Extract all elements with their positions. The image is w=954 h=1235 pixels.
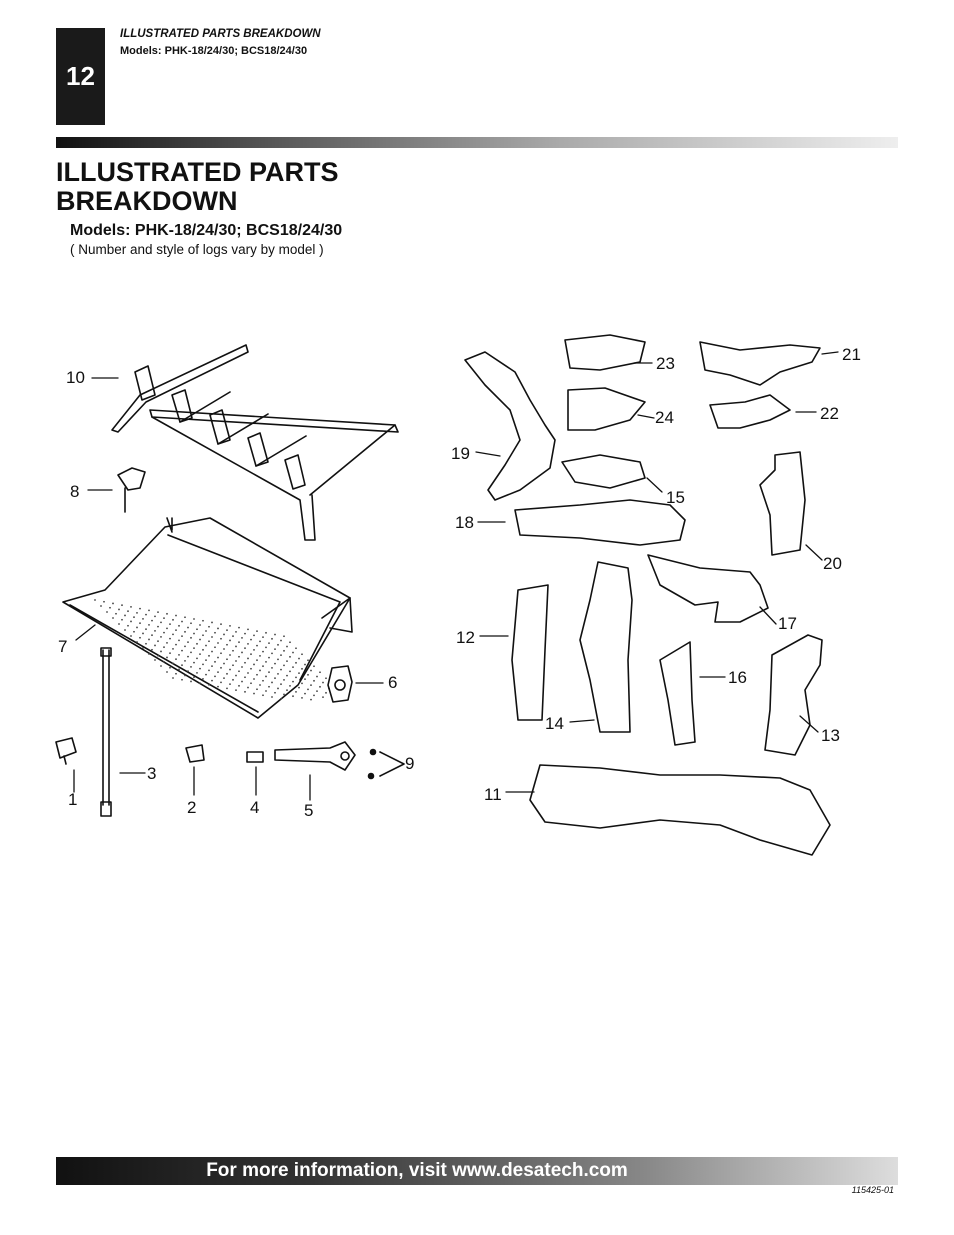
callout-2: 2	[187, 798, 196, 817]
callout-12: 12	[456, 628, 475, 647]
logs-note: ( Number and style of logs vary by model…	[70, 242, 324, 257]
models-heading: Models: PHK-18/24/30; BCS18/24/30	[70, 222, 343, 239]
callout-16: 16	[728, 668, 747, 687]
document-number: 115425-01	[851, 1185, 894, 1195]
callout-4: 4	[250, 798, 259, 817]
orifice-drawing	[185, 744, 205, 763]
page-number-tab: 12	[56, 28, 105, 125]
callout-17: 17	[778, 614, 797, 633]
footer-bar: For more information, visit www.desatech…	[56, 1157, 898, 1185]
callout-6: 6	[388, 673, 397, 692]
logs-drawing	[464, 334, 831, 856]
callout-1: 1	[68, 790, 77, 809]
callout-10: 10	[66, 368, 85, 387]
header-rule	[56, 137, 898, 148]
callout-15: 15	[666, 488, 685, 507]
callout-20: 20	[823, 554, 842, 573]
callout-18: 18	[455, 513, 474, 532]
leader-lines	[73, 351, 839, 801]
callout-3: 3	[147, 764, 156, 783]
callout-22: 22	[820, 404, 839, 423]
fitting-drawing	[55, 737, 77, 765]
footer-text: For more information, visit www.desatech…	[206, 1160, 628, 1181]
bracket-drawing	[117, 467, 146, 513]
grate-drawing	[111, 344, 399, 541]
venturi-drawing	[274, 741, 356, 771]
callout-14: 14	[545, 714, 564, 733]
tube-drawing	[102, 649, 110, 806]
callout-13: 13	[821, 726, 840, 745]
callout-7: 7	[58, 637, 67, 656]
callout-21: 21	[842, 345, 861, 364]
callout-19: 19	[451, 444, 470, 463]
callout-8: 8	[70, 482, 79, 501]
callouts: 10 8 7 6 1 3 2 4 5 9 23 21 24 22 19 15 1…	[58, 345, 861, 820]
callout-24: 24	[655, 408, 674, 427]
gasket-drawing	[327, 665, 353, 703]
callout-23: 23	[656, 354, 675, 373]
callout-11: 11	[484, 785, 502, 804]
tray-perforations	[94, 599, 330, 701]
header-section-title: ILLUSTRATED PARTS BREAKDOWN	[120, 28, 321, 40]
nipple-drawing	[246, 751, 264, 763]
parts-diagram: 10 8 7 6 1 3 2 4 5 9 23 21 24 22 19 15 1…	[55, 334, 861, 856]
burner-tray-drawing	[62, 517, 353, 719]
page-title: ILLUSTRATED PARTS BREAKDOWN	[56, 157, 339, 216]
header-models: Models: PHK-18/24/30; BCS18/24/30	[120, 45, 308, 57]
callout-9: 9	[405, 754, 414, 773]
callout-5: 5	[304, 801, 313, 820]
